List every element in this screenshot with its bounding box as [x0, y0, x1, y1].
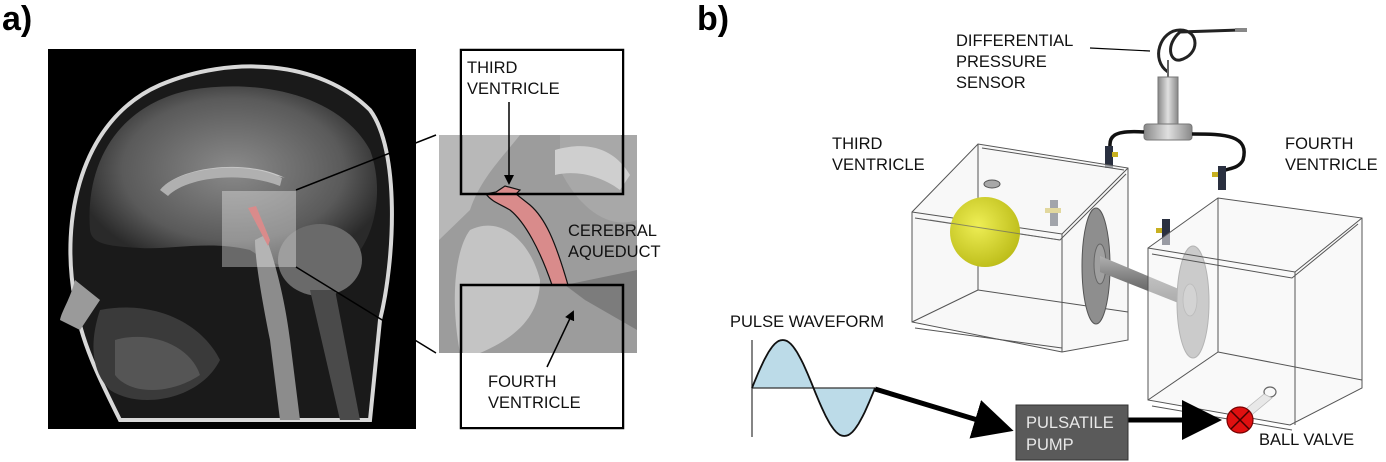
waveform-to-pump-arrow [874, 386, 1014, 439]
inset-label-aqueduct-line1: CEREBRAL [568, 222, 657, 240]
valve-connector [1212, 166, 1226, 190]
inset-label-aqueduct-line2: AQUEDUCT [568, 243, 661, 261]
fourth-ventricle-label-line2: VENTRICLE [1285, 156, 1378, 174]
sensor-label-line1: DIFFERENTIAL [956, 32, 1073, 50]
sensor-leader-line [1089, 47, 1151, 52]
inset-label-fourth-line1: FOURTH [488, 373, 556, 391]
sensor-label-line2: PRESSURE [956, 53, 1047, 71]
zoom-connector-bottom [295, 266, 437, 354]
ball-valve-icon [1226, 406, 1254, 434]
third-ventricle-label-line1: THIRD [832, 135, 882, 153]
third-ventricle-frame [459, 48, 625, 196]
cerebral-aqueduct-shape [484, 185, 569, 286]
third-ventricle-label-line2: VENTRICLE [832, 156, 925, 174]
waveform-positive-lobe [752, 340, 814, 388]
yellow-ball [950, 197, 1020, 267]
pressure-sensor [1108, 28, 1247, 174]
pulse-waveform-label: PULSE WAVEFORM [730, 313, 884, 331]
pulse-waveform-plot [751, 339, 876, 437]
fourth-ventricle-label-line1: FOURTH [1285, 135, 1353, 153]
waveform-curve [751, 339, 876, 437]
panel-label-b: b) [697, 0, 729, 38]
waveform-negative-lobe [813, 388, 875, 436]
ball-valve-label: BALL VALVE [1259, 431, 1354, 449]
valve-connector [1156, 219, 1170, 245]
zoom-connector-top [295, 134, 437, 191]
pump-label-line2: PUMP [1026, 436, 1074, 454]
fourth-ventricle-frame [459, 283, 625, 430]
fourth-ventricle-tank [1147, 197, 1363, 431]
mri-image [48, 49, 416, 429]
zoomed-inset [439, 48, 637, 430]
sensor-label-line3: SENSOR [956, 74, 1026, 92]
zoom-region [222, 191, 296, 267]
pump-label-line1: PULSATILE [1026, 414, 1114, 432]
panel-label-a: a) [2, 0, 32, 38]
port-cap [983, 179, 1001, 189]
valve-connector [1105, 146, 1118, 168]
inset-label-third-line1: THIRD [467, 59, 517, 77]
inset-label-fourth-line2: VENTRICLE [488, 394, 581, 412]
inset-label-third-line2: VENTRICLE [467, 80, 560, 98]
fourth-ventricle-arrow [546, 310, 575, 368]
pulsatile-pump-box [1015, 404, 1129, 461]
